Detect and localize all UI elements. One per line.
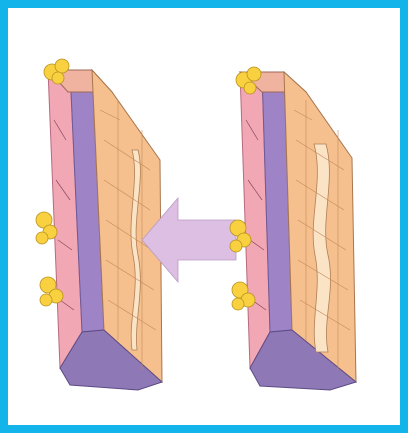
right-tissue-block [230, 67, 356, 390]
left-tissue-block [36, 59, 162, 390]
